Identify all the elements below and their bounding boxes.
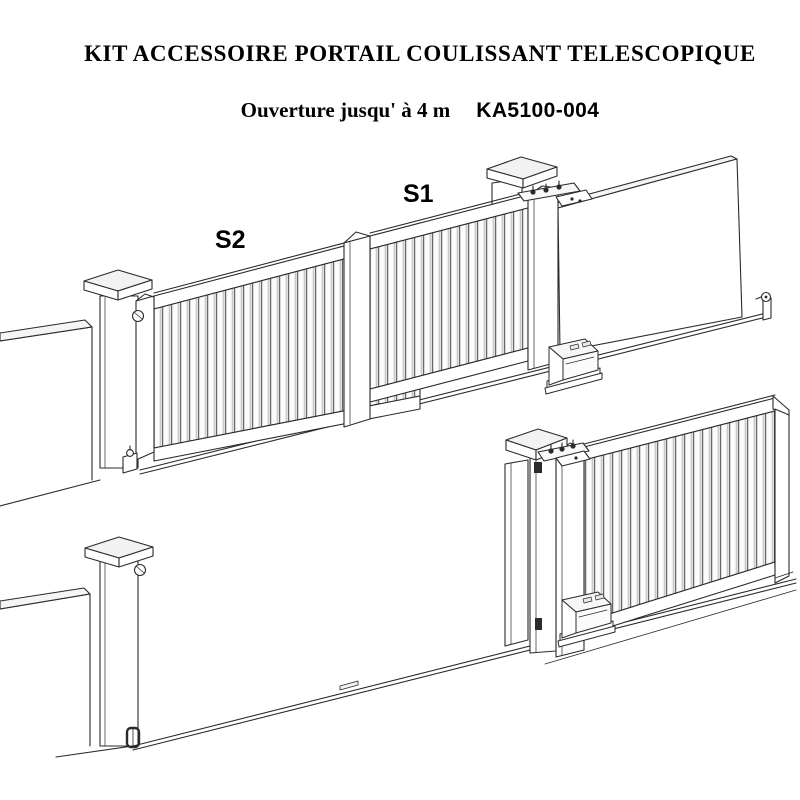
leaf-label-s2: S2 <box>215 226 246 254</box>
gate-motor-bottom <box>557 591 616 648</box>
leaf-label-s1: S1 <box>403 180 434 208</box>
gate-motor-top <box>544 338 603 395</box>
bottom-left-pillar <box>84 536 154 747</box>
bottom-ground-rail <box>55 578 797 758</box>
rail-end-stop <box>755 291 772 321</box>
bottom-right-pillar <box>505 428 568 654</box>
bottom-left-wall <box>0 587 91 762</box>
subtitle: Ouverture jusqu' à 4 m KA5100-004 <box>50 98 790 123</box>
top-right-wall <box>551 155 743 353</box>
bottom-view <box>0 394 797 762</box>
stacked-gate-leaves <box>504 394 794 658</box>
bottom-catch-top-view <box>122 445 138 474</box>
top-view <box>0 155 772 507</box>
bottom-guide-bracket <box>537 439 591 467</box>
page-title: KIT ACCESSOIRE PORTAIL COULISSANT TELESC… <box>84 41 756 66</box>
top-left-wall <box>0 319 101 507</box>
gate-leaf-s1 <box>343 185 559 428</box>
top-left-pillar <box>83 269 153 469</box>
top-guide-bracket <box>517 180 593 207</box>
bottom-catch-open-view <box>125 726 141 749</box>
product-code: KA5100-004 <box>476 99 600 122</box>
opening-spec: Ouverture jusqu' à 4 m <box>240 98 451 122</box>
